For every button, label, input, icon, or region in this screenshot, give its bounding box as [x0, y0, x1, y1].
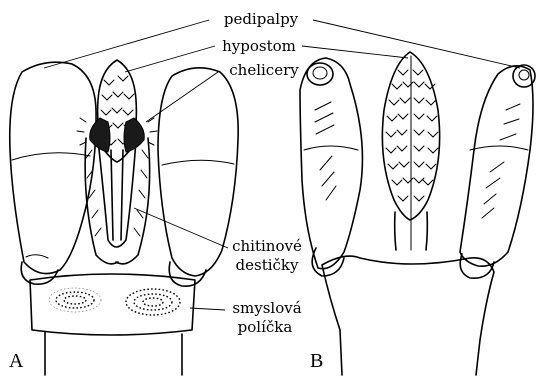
- chelicera-left-a: [90, 118, 110, 152]
- chelicera-right-a: [124, 118, 144, 152]
- panel-label-a: A: [9, 350, 24, 372]
- label-pedipalpy: pedipalpy: [224, 10, 299, 28]
- pedipalp-left-a: [10, 62, 96, 273]
- panel-label-b: B: [310, 350, 323, 372]
- pedipalp-right-a: [158, 68, 238, 276]
- basis-capituli-a: [30, 274, 195, 335]
- palp-organ-left-b: [307, 63, 333, 85]
- label-hypostom: hypostom: [222, 37, 296, 55]
- pedipalp-left-b: [300, 58, 362, 269]
- label-chitinove: chitinové: [232, 237, 302, 255]
- label-policka: políčka: [238, 318, 293, 336]
- sensory-field-left-a: [49, 288, 101, 312]
- basis-base-a: [45, 332, 182, 375]
- pedipalp-right-b: [460, 66, 533, 266]
- drawing-a: [10, 60, 238, 375]
- hypostome-teeth-b: [386, 70, 438, 201]
- label-desticky: destičky: [236, 256, 299, 274]
- chitin-plates-a: [98, 140, 136, 247]
- label-smyslova: smyslová: [232, 299, 301, 317]
- sensory-field-right-a: [126, 289, 180, 315]
- basis-capituli-b: [322, 256, 494, 375]
- label-chelicery: chelicery: [229, 61, 299, 79]
- drawing-b: [300, 52, 535, 375]
